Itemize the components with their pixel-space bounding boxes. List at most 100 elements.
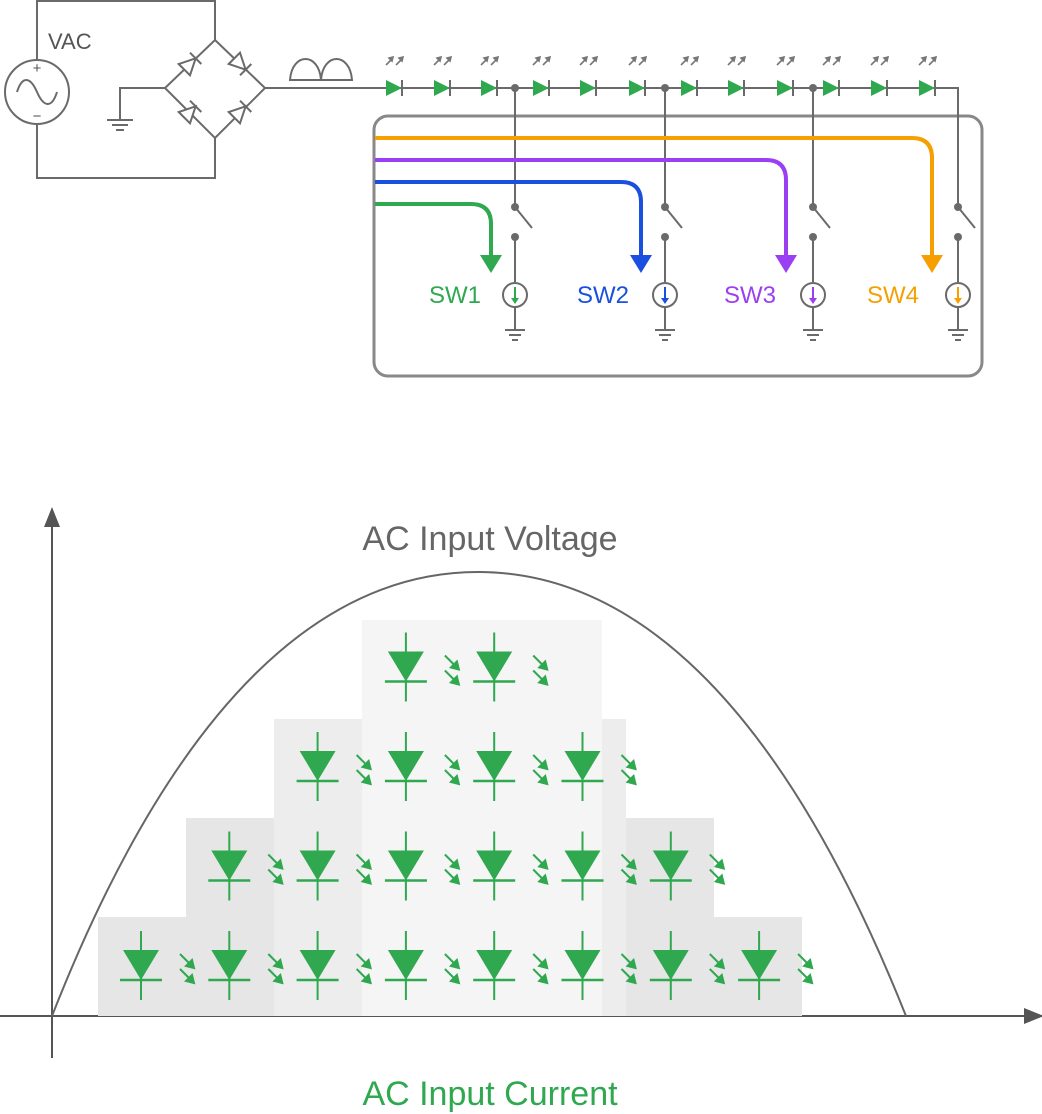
led-icon bbox=[738, 931, 781, 1000]
led-icon bbox=[208, 931, 251, 1000]
led-string bbox=[385, 55, 938, 96]
light-arrows-icon bbox=[918, 55, 938, 66]
light-arrows-icon bbox=[620, 853, 637, 885]
light-arrows-icon bbox=[267, 853, 284, 885]
current-source-icon bbox=[652, 282, 678, 308]
light-arrows-icon bbox=[579, 55, 599, 66]
current-path-arrow bbox=[375, 180, 643, 256]
source-plus: + bbox=[33, 60, 42, 77]
current-path-arrow bbox=[375, 202, 493, 256]
arrow-head-icon bbox=[630, 255, 652, 273]
light-arrows-icon bbox=[355, 853, 372, 885]
light-arrows-icon bbox=[444, 953, 461, 985]
switch-icon bbox=[511, 203, 533, 241]
light-arrows-icon bbox=[267, 953, 284, 985]
light-arrows-icon bbox=[776, 55, 796, 66]
led-icon bbox=[384, 931, 427, 1000]
led-icon bbox=[384, 632, 427, 702]
light-arrows-icon bbox=[355, 953, 372, 985]
led-icon bbox=[473, 931, 516, 1000]
switch-icon bbox=[954, 203, 976, 241]
ground-icon bbox=[803, 329, 823, 341]
light-arrows-icon bbox=[532, 654, 549, 686]
current-label: AC Input Current bbox=[362, 1075, 618, 1113]
light-arrows-icon bbox=[444, 654, 461, 686]
current-source-icon bbox=[502, 282, 528, 308]
led-icon bbox=[823, 80, 840, 96]
light-arrows-icon bbox=[532, 754, 549, 786]
light-arrows-icon bbox=[532, 953, 549, 985]
light-arrows-icon bbox=[680, 55, 700, 66]
light-arrows-icon bbox=[532, 853, 549, 885]
light-arrows-icon bbox=[444, 754, 461, 786]
led-icon bbox=[561, 931, 604, 1000]
arrow-head-icon bbox=[775, 255, 797, 273]
current-source-icon bbox=[800, 282, 826, 308]
light-arrows-icon bbox=[355, 754, 372, 786]
ground-icon bbox=[505, 329, 525, 341]
led-icon bbox=[208, 831, 251, 901]
bridge-rectifier-icon bbox=[107, 38, 384, 140]
led-icon bbox=[681, 80, 698, 96]
waveform-plot: AC Input Voltage AC Input Current bbox=[0, 507, 1042, 1113]
voltage-label: AC Input Voltage bbox=[362, 520, 617, 558]
switch-label: SW3 bbox=[724, 282, 776, 309]
light-arrows-icon bbox=[620, 953, 637, 985]
current-source-icon bbox=[945, 282, 971, 308]
led-icon bbox=[919, 80, 936, 96]
led-icon bbox=[533, 80, 550, 96]
light-arrows-icon bbox=[179, 953, 196, 985]
source-minus: − bbox=[33, 108, 42, 125]
switch-icon bbox=[809, 203, 831, 241]
arrow-head-icon bbox=[480, 255, 502, 273]
arrow-head-icon bbox=[921, 255, 943, 273]
light-arrows-icon bbox=[709, 853, 726, 885]
led-stack-panels bbox=[98, 620, 802, 1016]
light-arrows-icon bbox=[433, 55, 453, 66]
light-arrows-icon bbox=[870, 55, 890, 66]
led-icon bbox=[473, 632, 516, 702]
switch-controller: SW1 SW2 SW3 SW4 bbox=[375, 84, 976, 341]
led-icon bbox=[384, 732, 427, 801]
led-icon bbox=[561, 831, 604, 901]
led-icon bbox=[473, 831, 516, 901]
led-icon bbox=[120, 931, 162, 1000]
led-icon bbox=[629, 80, 646, 96]
controller-box bbox=[372, 114, 984, 378]
led-icon bbox=[777, 80, 794, 96]
voltage-curve bbox=[51, 570, 907, 1017]
led-icon bbox=[296, 931, 339, 1000]
light-arrows-icon bbox=[709, 953, 726, 985]
led-stack-icons bbox=[120, 632, 814, 1000]
switch-label: SW1 bbox=[429, 282, 481, 309]
led-icon bbox=[561, 732, 604, 801]
led-icon bbox=[649, 831, 692, 901]
led-icon bbox=[386, 80, 403, 96]
ground-icon bbox=[948, 329, 968, 341]
led-icon bbox=[728, 80, 745, 96]
led-icon bbox=[384, 831, 427, 901]
led-icon bbox=[481, 80, 498, 96]
current-path-arrow bbox=[375, 158, 788, 256]
light-arrows-icon bbox=[385, 55, 405, 66]
light-arrows-icon bbox=[532, 55, 552, 66]
light-arrows-icon bbox=[797, 953, 814, 985]
light-arrows-icon bbox=[727, 55, 747, 66]
ground-icon bbox=[655, 329, 675, 341]
switch-label: SW4 bbox=[867, 282, 919, 309]
switch-icon bbox=[661, 203, 683, 241]
ac-source: + − VAC bbox=[4, 0, 216, 179]
switch-label: SW2 bbox=[577, 282, 629, 309]
vac-label: VAC bbox=[48, 29, 92, 54]
led-icon bbox=[580, 80, 597, 96]
led-icon bbox=[473, 732, 516, 801]
led-icon bbox=[296, 732, 339, 801]
led-icon bbox=[871, 80, 888, 96]
current-path-arrow bbox=[375, 136, 934, 256]
led-icon bbox=[649, 931, 692, 1000]
light-arrows-icon bbox=[480, 55, 500, 66]
light-arrows-icon bbox=[444, 853, 461, 885]
led-icon bbox=[296, 831, 339, 901]
light-arrows-icon bbox=[628, 55, 648, 66]
